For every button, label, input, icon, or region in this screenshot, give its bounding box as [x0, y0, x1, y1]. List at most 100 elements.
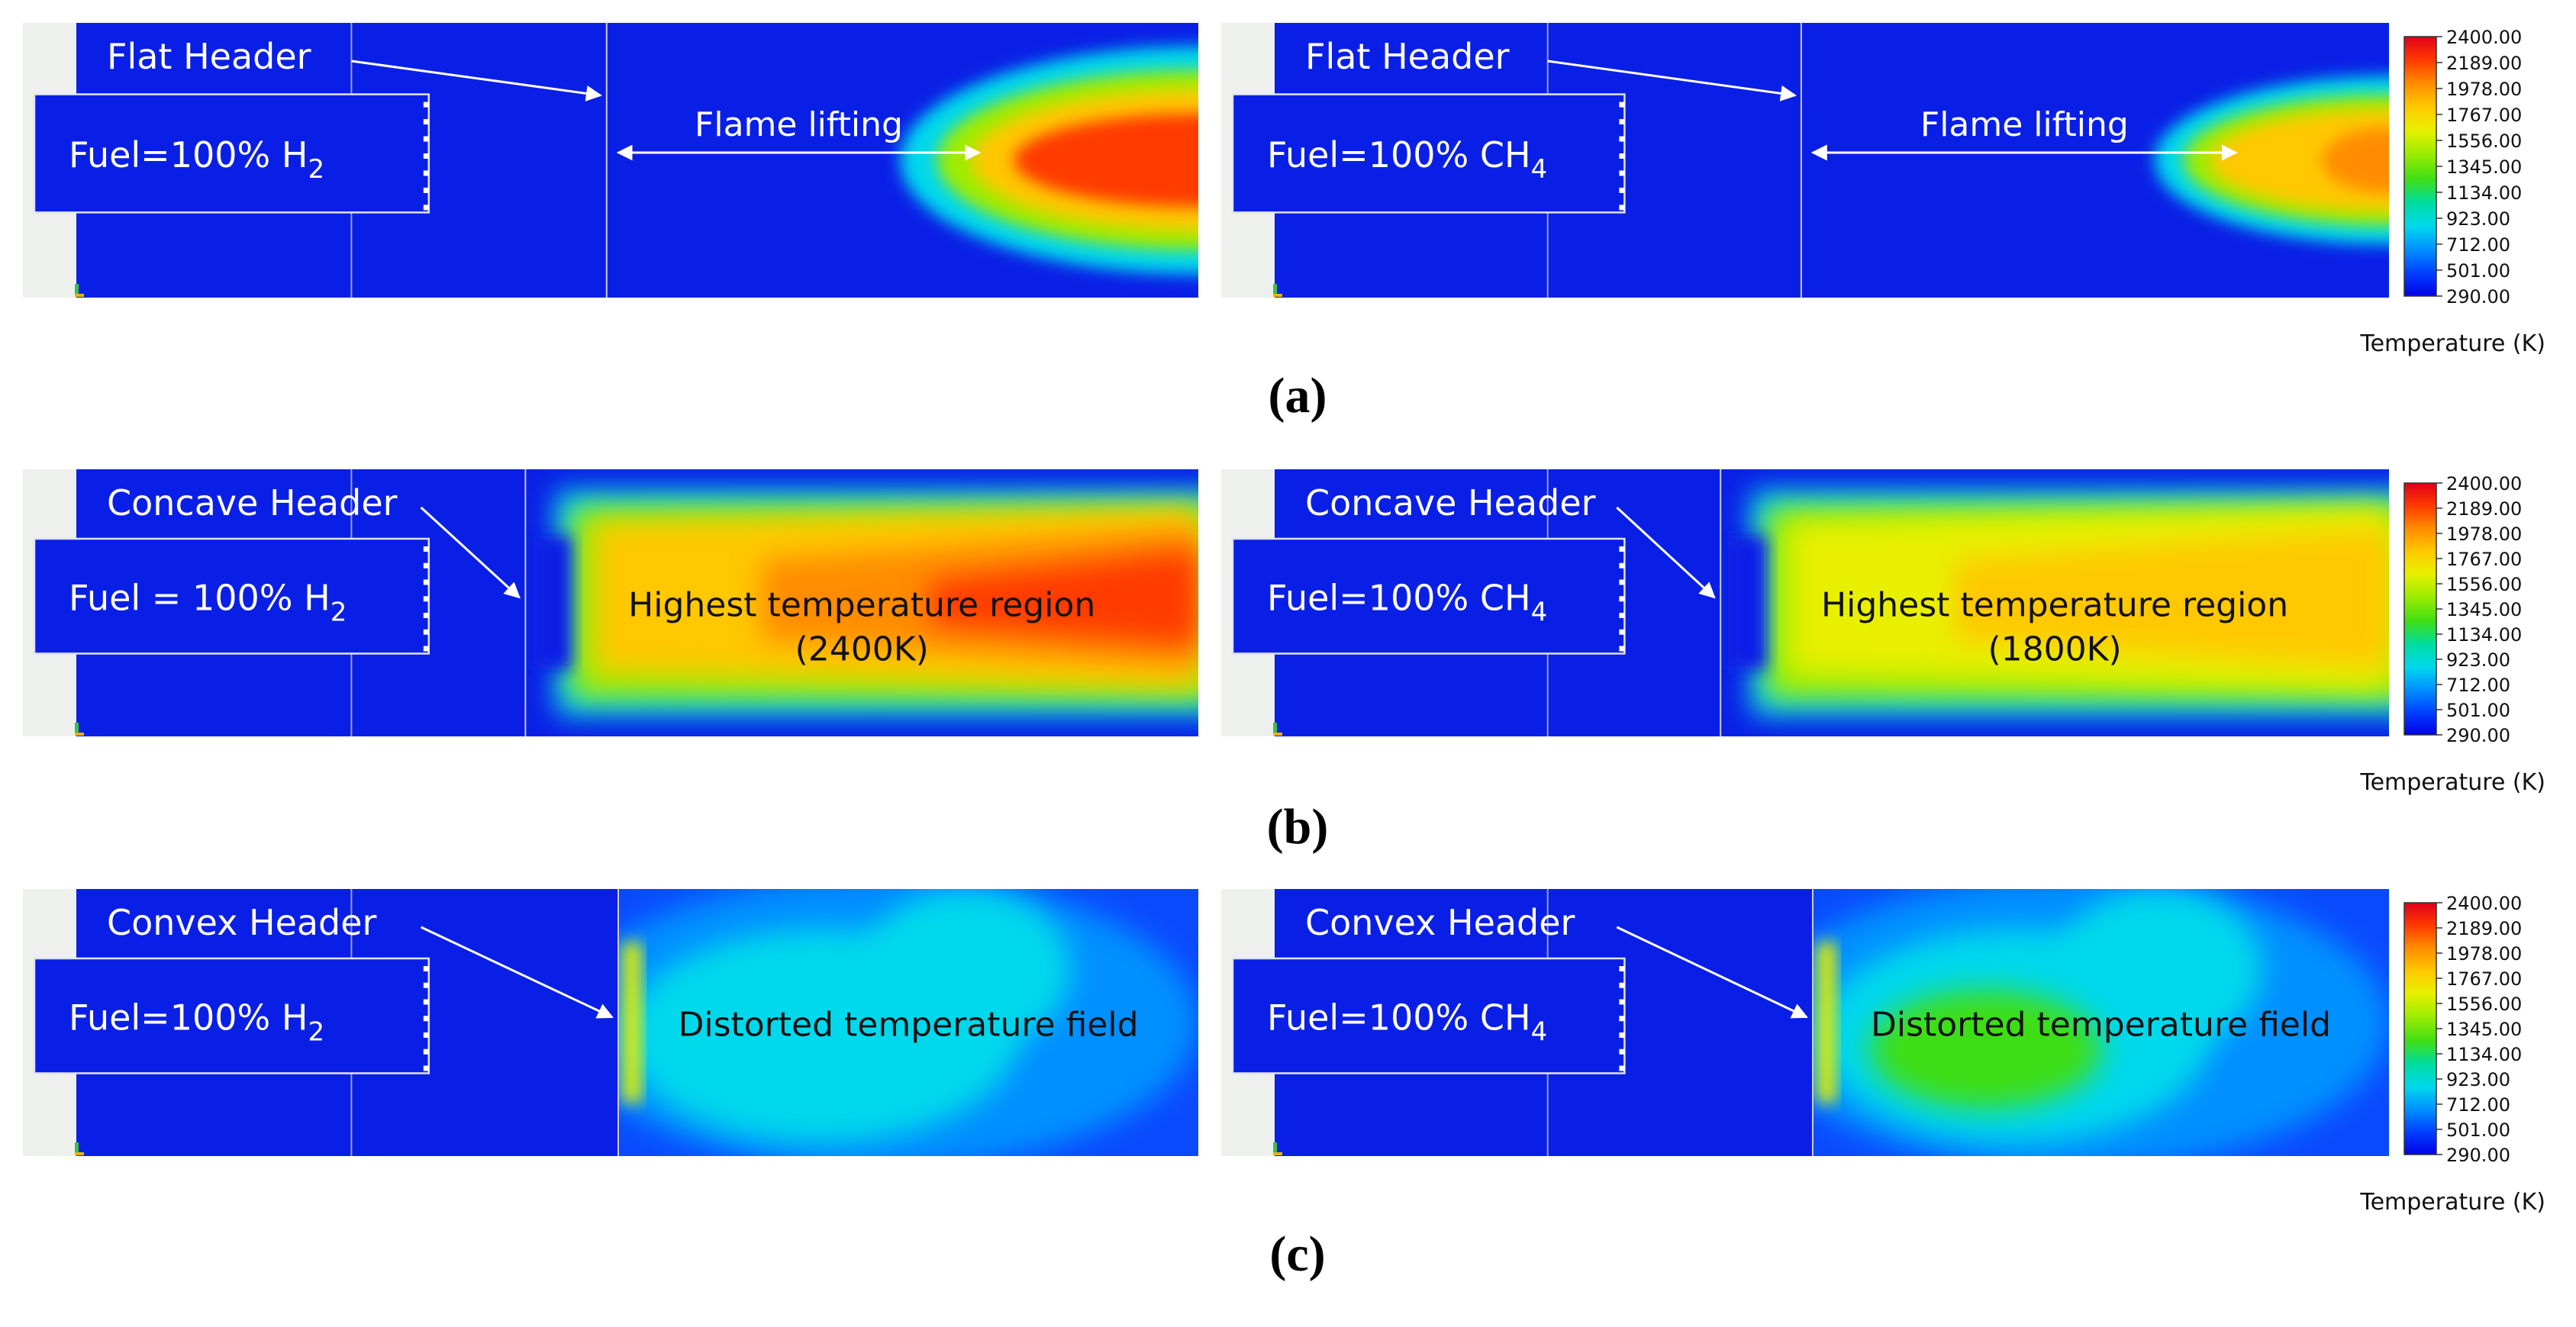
colorbar-tick-label: 2189.00 [2446, 498, 2522, 520]
colorbar-tick-label: 1345.00 [2446, 1019, 2522, 1040]
injection-hole [1619, 646, 1625, 652]
colorbar-title: Temperature (K) [2359, 769, 2545, 796]
flame-core [1014, 113, 1198, 208]
fuel-species: CH [1480, 577, 1531, 618]
injection-hole [423, 982, 429, 988]
flame-inner [2210, 109, 2389, 211]
injection-hole [423, 562, 429, 568]
injection-hole [1619, 205, 1625, 211]
colorbar-row2: 2400.002189.001978.001767.001556.001345.… [2359, 473, 2545, 796]
colorbar-tick-label: 712.00 [2446, 234, 2510, 256]
injection-hole [1619, 613, 1625, 618]
axis-glyph [75, 294, 84, 297]
injection-hole [1619, 596, 1625, 602]
injection-hole [423, 613, 429, 618]
inlet-cold-zone [1728, 536, 1767, 670]
colorbar-tick-label: 1134.00 [2446, 1044, 2522, 1065]
annotation-text: Highest temperature region [628, 586, 1095, 625]
header-arrow [1547, 60, 1797, 101]
colorbar-tick-label: 1556.00 [2446, 574, 2522, 595]
header-arrow [420, 506, 521, 599]
fuel-species: CH [1480, 134, 1531, 176]
injection-hole [1619, 1048, 1625, 1055]
colorbar-tick-label: 1978.00 [2446, 943, 2522, 965]
flame-peak [929, 549, 1198, 646]
colorbar-tick-label: 2400.00 [2446, 473, 2522, 494]
axis-glyph [1273, 1142, 1277, 1153]
colorbar-tick-label: 1767.00 [2446, 549, 2522, 570]
axis-glyph [1273, 733, 1282, 736]
injection-hole [1619, 1065, 1625, 1071]
fuel-composition-label: Fuel = 100% H2 [69, 577, 347, 627]
fuel-species: H [282, 134, 308, 176]
flame-field [1728, 491, 2389, 715]
colorbar-tick-label: 501.00 [2446, 1119, 2510, 1141]
annotation-text: Flame lifting [1920, 105, 2129, 144]
fuel-prefix: Fuel=100% [1267, 577, 1480, 618]
colorbar-tick-label: 923.00 [2446, 1069, 2510, 1090]
fuel-prefix: Fuel=100% [1267, 997, 1480, 1038]
injection-hole [423, 119, 429, 125]
fuel-subscript: 4 [1531, 154, 1548, 185]
annotation-value: (2400K) [795, 630, 929, 669]
annotation-text: Distorted temperature field [1871, 1006, 2331, 1045]
injection-hole [1619, 982, 1625, 988]
fuel-pipe [1231, 93, 1626, 214]
injection-hole [423, 205, 429, 211]
fuel-pipe [33, 957, 430, 1074]
colorbar-tick-label: 501.00 [2446, 260, 2510, 282]
subfigure-label: (b) [1267, 799, 1329, 855]
injection-hole [1619, 1016, 1625, 1022]
flame-core [2322, 127, 2389, 193]
axis-glyph [75, 1152, 84, 1155]
flame-core [1954, 528, 2389, 667]
fuel-species: H [304, 577, 330, 618]
fuel-subscript: 4 [1531, 1016, 1548, 1047]
field-plume [2055, 889, 2262, 1049]
fuel-pipe [1231, 957, 1626, 1074]
axis-glyph [75, 284, 79, 295]
injection-hole [423, 153, 429, 159]
header-type-label: Flat Header [1305, 36, 1510, 77]
fuel-composition-label: Fuel=100% H2 [69, 997, 324, 1047]
annotation-text: Highest temperature region [1821, 586, 2288, 625]
injection-hole [1619, 999, 1625, 1005]
axis-glyph [75, 733, 84, 736]
header-arrow [351, 60, 602, 101]
colorbar-tick-label: 1978.00 [2446, 523, 2522, 545]
injection-hole [1619, 119, 1625, 125]
injection-hole [423, 1065, 429, 1071]
injection-hole [423, 629, 429, 635]
injection-hole [423, 546, 429, 552]
fuel-pipe [33, 93, 430, 214]
injection-hole [423, 101, 429, 108]
injection-hole [1619, 136, 1625, 142]
colorbar-tick-label: 1134.00 [2446, 182, 2522, 204]
fuel-composition-label: Fuel=100% H2 [69, 134, 324, 185]
field-warm-core [1870, 990, 2101, 1108]
header-type-label: Flat Header [107, 36, 311, 77]
injection-hole [1619, 629, 1625, 635]
inlet-cold-zone [533, 536, 572, 670]
injection-hole [1619, 579, 1625, 585]
fuel-species: H [282, 997, 308, 1038]
annotation-text: Flame lifting [695, 105, 903, 144]
field-plume [862, 889, 1071, 1049]
colorbar-row1: 2400.002189.001978.001767.001556.001345.… [2359, 27, 2545, 357]
injection-hole [423, 1032, 429, 1038]
colorbar-tick-label: 1767.00 [2446, 968, 2522, 990]
colorbar-tick-label: 712.00 [2446, 1094, 2510, 1116]
colorbar-scale [2404, 36, 2437, 297]
injection-hole [1619, 546, 1625, 552]
fuel-pipe [1231, 537, 1626, 655]
injection-hole [423, 187, 429, 193]
colorbar-title: Temperature (K) [2359, 330, 2545, 357]
header-type-label: Concave Header [107, 482, 398, 523]
fuel-subscript: 2 [308, 1016, 324, 1047]
colorbar-tick-label: 2189.00 [2446, 918, 2522, 939]
colorbar-row3: 2400.002189.001978.001767.001556.001345.… [2359, 893, 2545, 1216]
